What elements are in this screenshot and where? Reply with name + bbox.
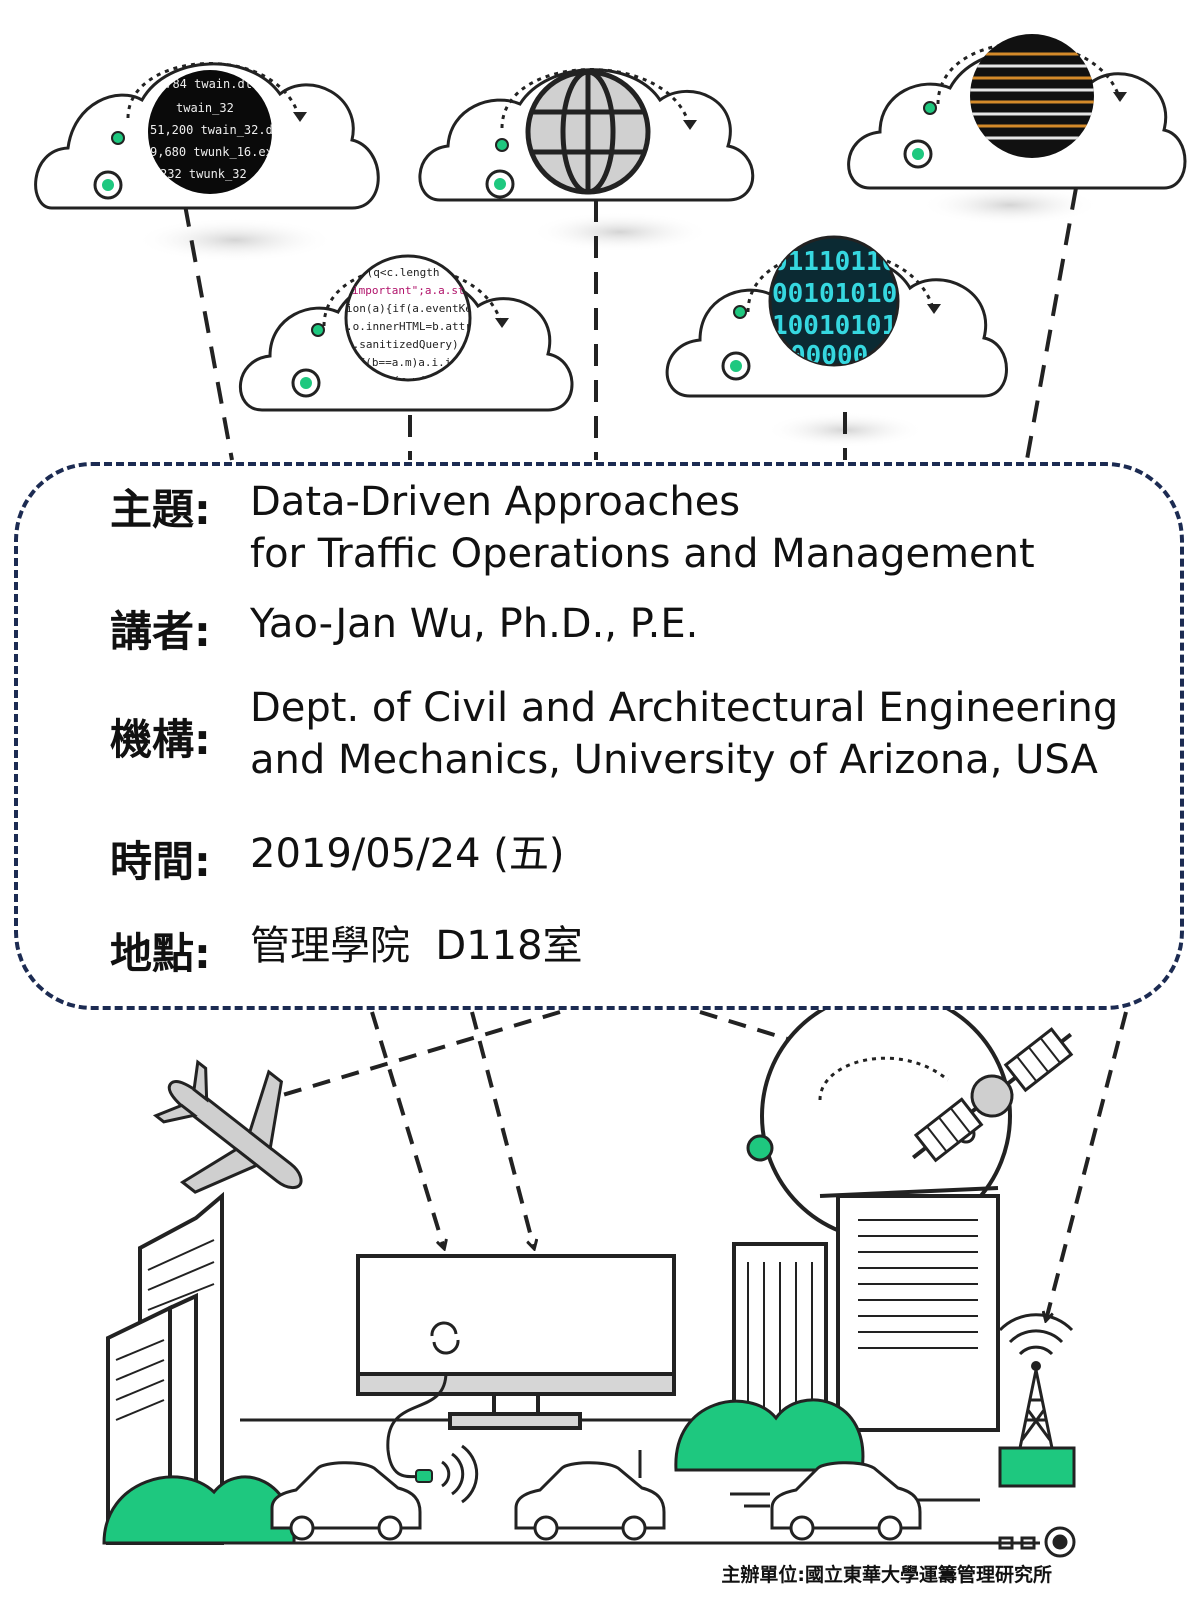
topic-line-2: for Traffic Operations and Management (250, 531, 1035, 577)
topic-row: 主題: Data-Driven Approaches for Traffic O… (110, 476, 1035, 580)
car-icon (770, 1461, 922, 1541)
terminal-line: twain_32 (176, 101, 234, 115)
cloud-terminal: .784 twain.dll twain_32 51,200 twain_32.… (34, 62, 380, 210)
speaker-name: Yao-Jan Wu, Ph.D., P.E. (250, 601, 699, 647)
refresh-icon (430, 1321, 460, 1355)
antenna-tower-icon (998, 1313, 1076, 1488)
event-info-box: 主題: Data-Driven Approaches for Traffic O… (14, 462, 1184, 1010)
place-row: 地點: 管理學院 D118室 (110, 920, 583, 981)
code-line: s(q<c.length (360, 266, 439, 279)
monitor-icon (356, 1254, 676, 1504)
binary-line: 10010101 (772, 311, 897, 341)
car-icon (514, 1461, 666, 1541)
time-label: 時間: (110, 837, 211, 886)
code-line: .o.innerHTML=b.attrib (346, 320, 485, 333)
place-label: 地點: (110, 929, 211, 978)
cloud-globe (418, 68, 755, 202)
chain-decoration (998, 1526, 1076, 1558)
organizer-footer: 主辦單位:國立東華大學運籌管理研究所 (721, 1564, 1052, 1586)
topic-label: 主題: (110, 485, 211, 534)
organization-row: 機構: Dept. of Civil and Architectural Eng… (110, 682, 1118, 786)
topic-value: Data-Driven Approaches for Traffic Opera… (250, 476, 1035, 580)
organization-line-1: Dept. of Civil and Architectural Enginee… (250, 685, 1119, 731)
airplane-icon (152, 1059, 303, 1194)
terminal-line: 51,200 twain_32.dll (150, 123, 287, 137)
terminal-line: .784 twain.dll (158, 77, 259, 91)
globe-icon (530, 69, 646, 195)
right-buildings (732, 990, 1012, 1432)
code-line: if(b==a.m)a.i.inner (352, 356, 478, 369)
car-icon (270, 1461, 422, 1541)
cloud-connectors (183, 187, 1078, 466)
code-line: OPI&&(c=window (360, 374, 453, 387)
topic-line-1: Data-Driven Approaches (250, 479, 741, 525)
terminal-line: 9,680 twunk_16.exe (150, 145, 280, 159)
code-line: ion(a){if(a.eventKey (346, 302, 479, 315)
organization-line-2: and Mechanics, University of Arizona, US… (250, 737, 1098, 783)
speaker-row: 講者: Yao-Jan Wu, Ph.D., P.E. (110, 598, 698, 659)
time-value: 2019/05/24 (五) (250, 831, 565, 877)
cloud-binary: 01110110 00101010 10010101 00000 (665, 235, 1008, 398)
right-bush (674, 1398, 865, 1472)
speaker-label: 講者: (110, 607, 211, 656)
time-row: 時間: 2019/05/24 (五) (110, 828, 564, 889)
binary-line: 01110110 (772, 247, 897, 277)
binary-line: 00101010 (772, 279, 897, 309)
place-value: 管理學院 D118室 (250, 923, 583, 969)
cloud-html-code (847, 34, 1187, 190)
satellite-icon (911, 1027, 1074, 1163)
code-line: important";a.a.st (352, 284, 465, 297)
terminal-line: 232 twunk_32 (160, 167, 247, 181)
organization-label: 機構: (110, 715, 211, 764)
code-line: a.sanitizedQuery),thi (346, 338, 485, 351)
cloud-code: s(q<c.length important";a.a.st ion(a){if… (238, 254, 574, 412)
organization-value: Dept. of Civil and Architectural Enginee… (250, 682, 1118, 786)
wifi-signal-icon (441, 1444, 479, 1504)
